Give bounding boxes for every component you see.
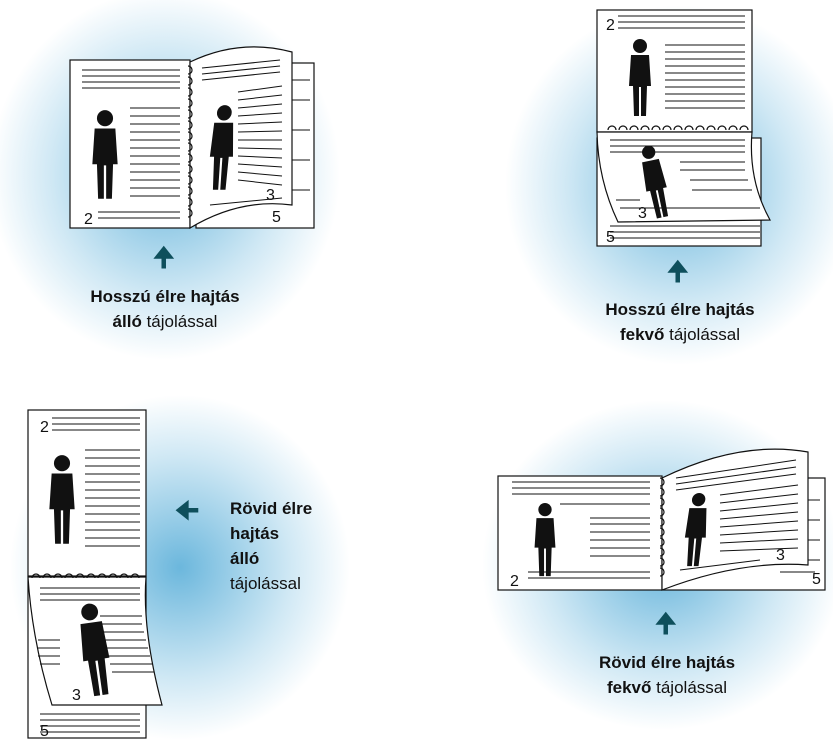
caption-text: tájolással <box>651 678 728 697</box>
caption-bold: Hosszú élre hajtás <box>605 300 755 319</box>
up-arrow-icon: 🠉 <box>153 242 175 272</box>
caption-bold: Hosszú élre hajtás <box>90 287 240 306</box>
page-number-label: 2 <box>84 211 93 228</box>
left-arrow-icon: 🠈 <box>175 495 200 525</box>
page-number-label: 5 <box>606 229 615 246</box>
page-number-label: 3 <box>266 187 275 204</box>
caption-top-right: Hosszú élre hajtás fekvő tájolással <box>555 297 805 347</box>
caption-bold: Rövid élre <box>230 499 313 518</box>
page-number-label: 5 <box>272 209 281 226</box>
page-number-label: 5 <box>40 723 49 740</box>
caption-top-left: Hosszú élre hajtás álló tájolással <box>40 284 290 334</box>
caption-bottom-left: Rövid élre hajtás álló tájolással <box>230 496 360 596</box>
caption-bold: álló <box>230 549 260 568</box>
caption-text: tájolással <box>664 325 741 344</box>
caption-bold: fekvő <box>619 325 665 344</box>
book-top-right <box>596 9 772 247</box>
caption-bold: fekvő <box>606 678 652 697</box>
caption-text: tájolással <box>141 312 218 331</box>
page-number-label: 3 <box>72 687 81 704</box>
up-arrow-icon: 🠉 <box>655 608 677 638</box>
page-number-label: 2 <box>40 419 49 436</box>
page-number-label: 5 <box>812 571 821 588</box>
up-arrow-icon: 🠉 <box>667 256 689 286</box>
caption-bold: Rövid élre hajtás <box>598 653 736 672</box>
caption-bottom-right: Rövid élre hajtás fekvő tájolással <box>542 650 792 700</box>
page-number-label: 3 <box>776 547 785 564</box>
caption-text: tájolással <box>230 574 301 593</box>
caption-bold: álló <box>112 312 142 331</box>
page-number-label: 2 <box>510 573 519 590</box>
caption-bold: hajtás <box>230 524 280 543</box>
book-bottom-left <box>27 409 163 739</box>
page-number-label: 3 <box>638 205 647 222</box>
page-number-label: 2 <box>606 17 615 34</box>
